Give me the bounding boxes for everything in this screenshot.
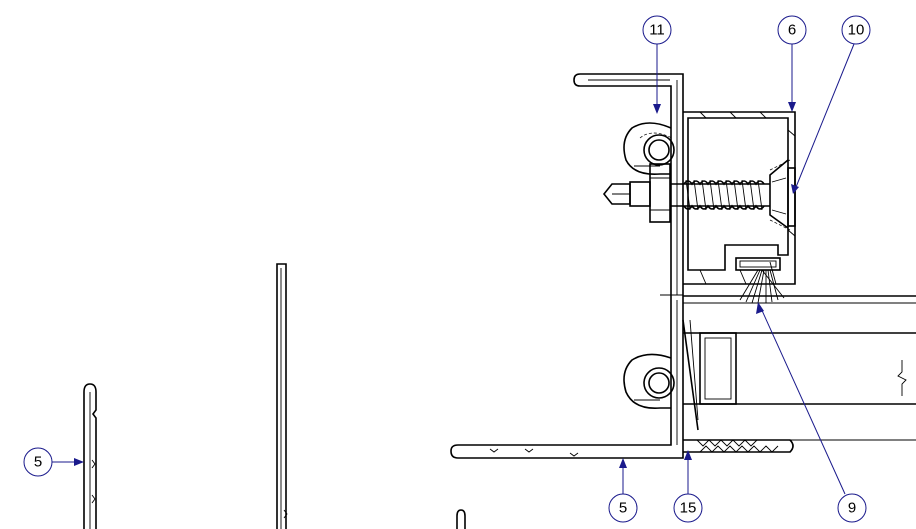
roller-lower (623, 353, 675, 409)
callout-11: 11 (642, 15, 672, 114)
small-hook-profile (456, 509, 466, 529)
left-profile-strip (83, 383, 97, 529)
middle-vertical-strip (276, 263, 288, 529)
callout-11-label: 11 (649, 22, 665, 39)
callout-9: 9 (756, 302, 867, 523)
screw (602, 163, 770, 223)
callout-9-label: 9 (848, 500, 856, 517)
callout-6: 6 (777, 15, 807, 112)
callout-10-label: 10 (848, 22, 865, 39)
callout-10: 10 (791, 15, 871, 194)
callout-6-label: 6 (788, 22, 796, 39)
callout-5-left: 5 (23, 447, 84, 477)
callout-5-bottom: 5 (608, 458, 638, 523)
frame-assembly (450, 73, 916, 459)
roller-upper (623, 122, 675, 176)
callout-15: 15 (673, 450, 703, 523)
callout-5-left-label: 5 (34, 454, 42, 471)
callout-15-label: 15 (680, 500, 697, 517)
callout-5-bottom-label: 5 (619, 500, 627, 517)
door-panel (682, 295, 916, 441)
seal-strip (683, 439, 794, 453)
